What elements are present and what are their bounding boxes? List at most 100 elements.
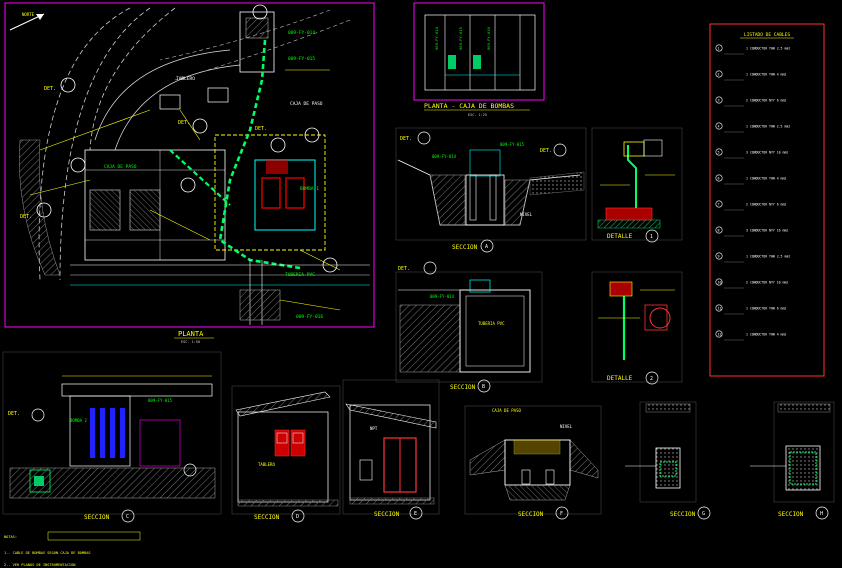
seccion-f-ref: F — [560, 511, 563, 517]
cable-row-desc: 1 CONDUCTOR THW 2.5 mm2 — [746, 46, 790, 50]
cable-row-desc: 3 CONDUCTOR NYY 16 mm2 — [746, 228, 788, 232]
seccion-f-caja: CAJA DE PASO — [492, 408, 521, 413]
seccion-c-ref: C — [126, 514, 129, 520]
notes-block: NOTAS: 1.- CABLE DE BOMBAS SEGUN CAJA DE… — [4, 531, 141, 567]
planta-scale: ESC. 1:50 — [181, 340, 200, 344]
seccion-a-tag-2: 009-FY-015 — [500, 142, 525, 147]
cable-row-marker — [715, 330, 723, 338]
cable-row-marker — [715, 122, 723, 130]
cable-row-marker — [715, 200, 723, 208]
planta-caja-view: 009-FY-014 009-FY-015 009-FY-016 PLANTA … — [413, 2, 545, 117]
planta-det-label-4: DET. — [255, 126, 267, 132]
planta-caja-label-2: CAJA DE PASO — [290, 101, 323, 107]
cable-row-marker — [715, 70, 723, 78]
seccion-h-view: SECCION H — [750, 401, 835, 520]
planta-section-markers — [36, 4, 338, 273]
planta-tag-3: 009-FY-016 — [296, 314, 323, 320]
cable-row-desc: 1 CONDUCTOR THW 4 mm2 — [746, 72, 786, 76]
seccion-e-npt: NPT — [370, 426, 378, 431]
detalle-1-view: DETALLE 1 — [591, 127, 683, 243]
cable-row-desc: 1 CONDUCTOR THW 2.5 mm2 — [746, 124, 790, 128]
cable-list-rows: 1 1 CONDUCTOR THW 2.5 mm2 2 1 CONDUCTOR THW… — [715, 44, 790, 341]
seccion-h-ref: H — [820, 511, 823, 517]
seccion-a-nivel: NIVEL — [520, 212, 533, 217]
cable-row-id: 10 — [718, 280, 722, 284]
planta-det-label: DET. — [20, 214, 32, 220]
cable-row-id: 11 — [718, 306, 722, 310]
seccion-c-view: DET. 009-FY-015 BOMBA 2 SECCION C — [2, 351, 222, 523]
seccion-a-title: SECCION — [452, 244, 478, 251]
seccion-g-title: SECCION — [670, 511, 696, 518]
cable-row-id: 6 — [718, 176, 720, 180]
cable-row-id: 2 — [718, 72, 720, 76]
cable-row-marker — [715, 174, 723, 182]
caja-tag-3: 009-FY-016 — [486, 26, 491, 50]
cable-row-desc: 2 CONDUCTOR NYY 6 mm2 — [746, 98, 786, 102]
cable-row-id: 1 — [718, 46, 720, 50]
cable-row-id: 4 — [718, 124, 720, 128]
cable-row-desc: 3 CONDUCTOR NYY 10 mm2 — [746, 150, 788, 154]
cable-row-desc: 1 CONDUCTOR THW 4 mm2 — [746, 332, 786, 336]
seccion-b-det: DET. — [398, 266, 410, 272]
detalle-1-title: DETALLE — [607, 233, 633, 240]
cable-row-desc: 1 CONDUCTOR THW 2.5 mm2 — [746, 254, 790, 258]
seccion-e-title: SECCION — [374, 511, 400, 518]
cable-row-desc: 2 CONDUCTOR NYY 6 mm2 — [746, 202, 786, 206]
seccion-d-view: TABLERO SECCION D — [231, 385, 341, 523]
seccion-a-ref: A — [485, 244, 488, 250]
cable-row-id: 7 — [718, 202, 720, 206]
detalle-2-title: DETALLE — [607, 375, 633, 382]
detalle-1-ref: 1 — [650, 234, 653, 240]
seccion-c-det: DET. — [8, 411, 20, 417]
seccion-a-view: DET. DET. 009-FY-014 009-FY-015 NIVEL SE… — [395, 127, 587, 253]
planta-caja-frame — [413, 2, 545, 101]
cable-row-id: 8 — [718, 228, 720, 232]
cable-row-desc: 2 CONDUCTOR NYY 10 mm2 — [746, 280, 788, 284]
seccion-b-title: SECCION — [450, 384, 476, 391]
planta-det-label-3: DET. — [178, 120, 190, 126]
seccion-a-det-2: DET. — [540, 148, 552, 154]
planta-bomba-label: BOMBA 1 — [300, 186, 319, 192]
note-2: 1.- CABLE DE BOMBAS SEGUN CAJA DE BOMBAS — [4, 551, 91, 555]
note-3: 2.- VER PLANOS DE INSTRUMENTACION — [4, 563, 75, 567]
caja-tag-1: 009-FY-014 — [434, 26, 439, 50]
cable-row-id: 9 — [718, 254, 720, 258]
planta-caja-scale: ESC. 1:25 — [468, 113, 487, 117]
seccion-b-tuberia: TUBERIA PVC — [478, 321, 505, 326]
seccion-e-ref: E — [414, 511, 417, 517]
seccion-g-view: SECCION G — [625, 401, 711, 520]
seccion-c-bomba: BOMBA 2 — [70, 418, 87, 423]
cable-row-id: 3 — [718, 98, 720, 102]
cable-row-id: 12 — [718, 332, 722, 336]
cable-row-marker — [715, 252, 723, 260]
note-1: NOTAS: — [4, 535, 17, 539]
cable-row-marker — [715, 148, 723, 156]
cable-row-marker — [715, 44, 723, 52]
seccion-b-view: DET. 009-FY-014 TUBERIA PVC SECCION B — [395, 261, 543, 393]
seccion-f-nivel: NIVEL — [560, 424, 573, 429]
seccion-c-tag: 009-FY-015 — [148, 398, 173, 403]
planta-view: DET. DET. DET. DET. 009-FY-014 009-FY-01… — [4, 2, 375, 344]
cable-row-id: 5 — [718, 150, 720, 154]
seccion-a-tag-1: 009-FY-014 — [432, 154, 457, 159]
seccion-d-tablero: TABLERO — [258, 462, 275, 467]
seccion-e-view: NPT SECCION E — [342, 379, 440, 520]
seccion-b-tag: 009-FY-014 — [430, 294, 455, 299]
cable-row-marker — [715, 96, 723, 104]
seccion-g-ref: G — [702, 511, 705, 517]
cable-row-marker — [715, 226, 723, 234]
planta-det-label-2: DET. — [44, 86, 56, 92]
seccion-d-ref: D — [296, 514, 299, 520]
detalle-2-view: DETALLE 2 — [591, 271, 683, 385]
seccion-b-ref: B — [482, 384, 485, 390]
planta-title: PLANTA — [178, 330, 204, 338]
cable-row-marker — [715, 278, 723, 286]
planta-frame — [4, 2, 375, 328]
seccion-f-title: SECCION — [518, 511, 544, 518]
caja-tag-2: 009-FY-015 — [458, 27, 463, 50]
planta-caja-title: PLANTA - CAJA DE BOMBAS — [424, 102, 514, 110]
planta-tag-1: 009-FY-014 — [288, 30, 315, 36]
planta-caja-label: CAJA DE PASO — [104, 164, 137, 170]
